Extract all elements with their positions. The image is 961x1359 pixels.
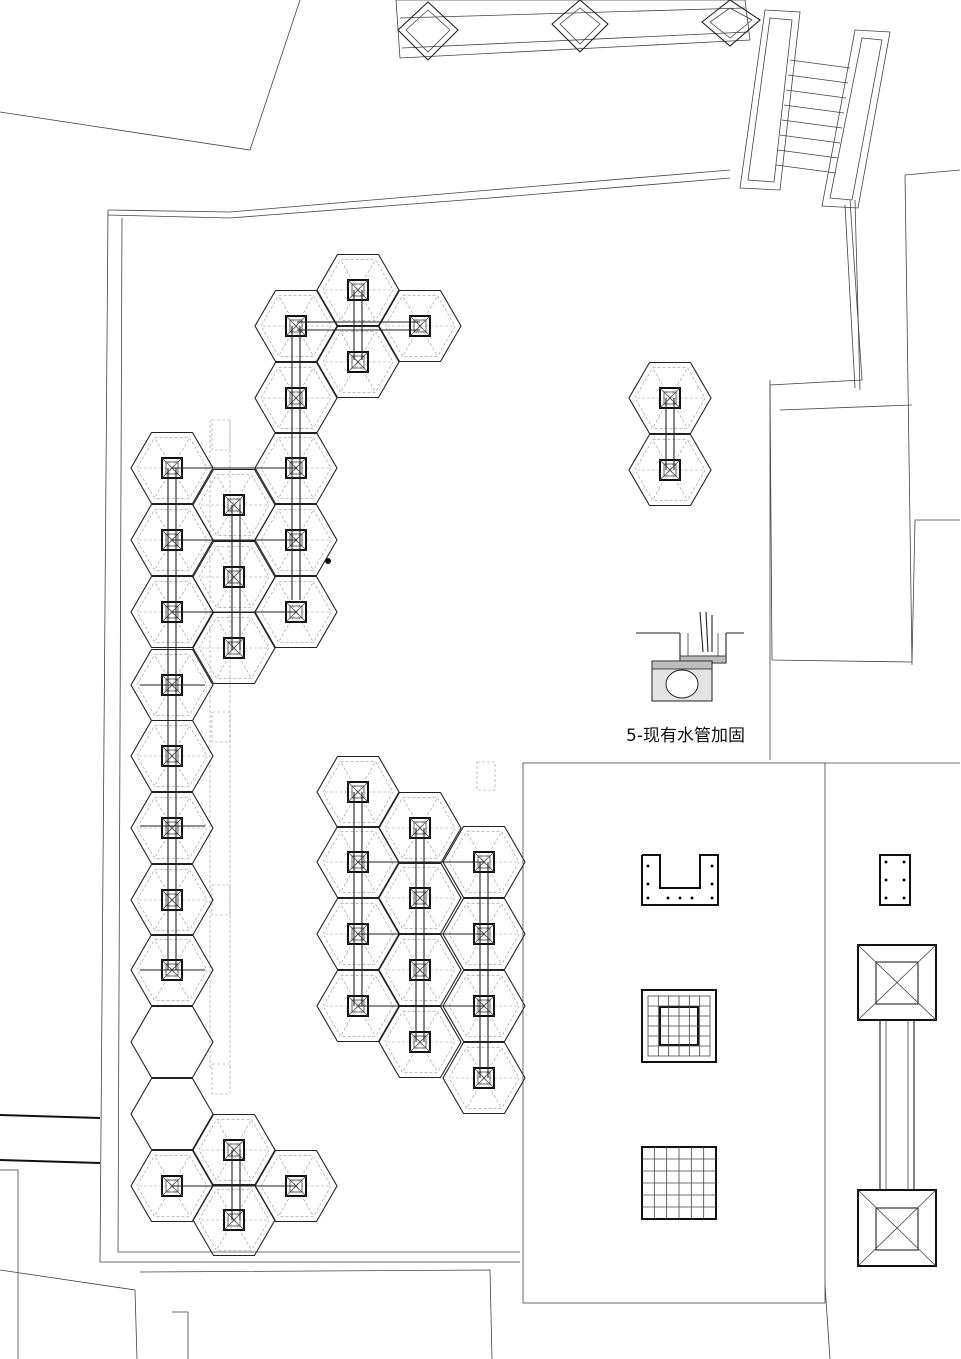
hex-unit — [378, 1005, 462, 1079]
hex-unit — [130, 1077, 214, 1151]
diamond-2 — [551, 0, 609, 53]
pier-square-icon — [223, 1209, 245, 1231]
hex-unit — [130, 863, 214, 937]
pier-square-icon — [223, 637, 245, 659]
pier-square-icon — [161, 889, 183, 911]
building-footprint — [522, 762, 960, 1304]
hex-unit — [130, 719, 214, 793]
diamond-3 — [701, 0, 761, 47]
connecting-beams — [140, 290, 675, 1220]
pier-square-icon — [659, 459, 681, 481]
pier-square-icon — [409, 817, 431, 839]
pier-square-icon — [223, 566, 245, 588]
pier-square-icon — [223, 1139, 245, 1161]
grid-square-pier — [641, 1146, 717, 1220]
pier-square-icon — [285, 315, 307, 337]
pier-square-icon — [347, 279, 369, 301]
pier-square-icon — [409, 959, 431, 981]
hex-unit — [254, 361, 338, 435]
detail-label: 5-现有水管加固 — [626, 726, 745, 746]
survey-point — [325, 558, 331, 564]
pier-square-icon — [347, 781, 369, 803]
u-pier — [641, 854, 719, 906]
pier-square-icon — [347, 351, 369, 373]
hex-unit — [192, 468, 276, 542]
hex-unit — [130, 791, 214, 865]
pier-square-icon — [161, 817, 183, 839]
hex-unit — [316, 253, 400, 327]
hex-unit — [316, 755, 400, 829]
hex-unit — [378, 933, 462, 1007]
hex-unit — [628, 361, 712, 435]
pyramid-pier-top — [857, 944, 937, 1021]
pier-square-icon — [285, 387, 307, 409]
hex-unit — [628, 433, 712, 507]
diamond-1 — [397, 1, 459, 61]
top-structure — [395, 0, 891, 209]
pier-square-icon — [409, 1031, 431, 1053]
hex-unit — [378, 289, 462, 363]
hex-unit — [378, 861, 462, 935]
pier-bridge — [879, 1020, 915, 1190]
pyramid-pier-bottom — [857, 1189, 937, 1267]
hex-unit — [192, 1183, 276, 1257]
pier-square-icon — [473, 1067, 495, 1089]
hex-unit — [130, 1005, 214, 1079]
hex-unit — [442, 1041, 526, 1115]
hex-unit — [192, 540, 276, 614]
pier-square-icon — [409, 887, 431, 909]
walkway-lines — [209, 419, 496, 1095]
pier-square-icon — [409, 315, 431, 337]
pier-square-icon — [659, 387, 681, 409]
framed-square-pier — [641, 989, 717, 1063]
pier-square-icon — [161, 745, 183, 767]
pipe-reinforcement-detail: 5-现有水管加固 — [626, 611, 745, 746]
hex-unit — [254, 289, 338, 363]
hex-unit — [192, 1113, 276, 1187]
hex-unit — [316, 325, 400, 399]
small-pier — [879, 854, 911, 906]
hex-canopy-units — [130, 253, 712, 1257]
hex-unit — [192, 611, 276, 685]
